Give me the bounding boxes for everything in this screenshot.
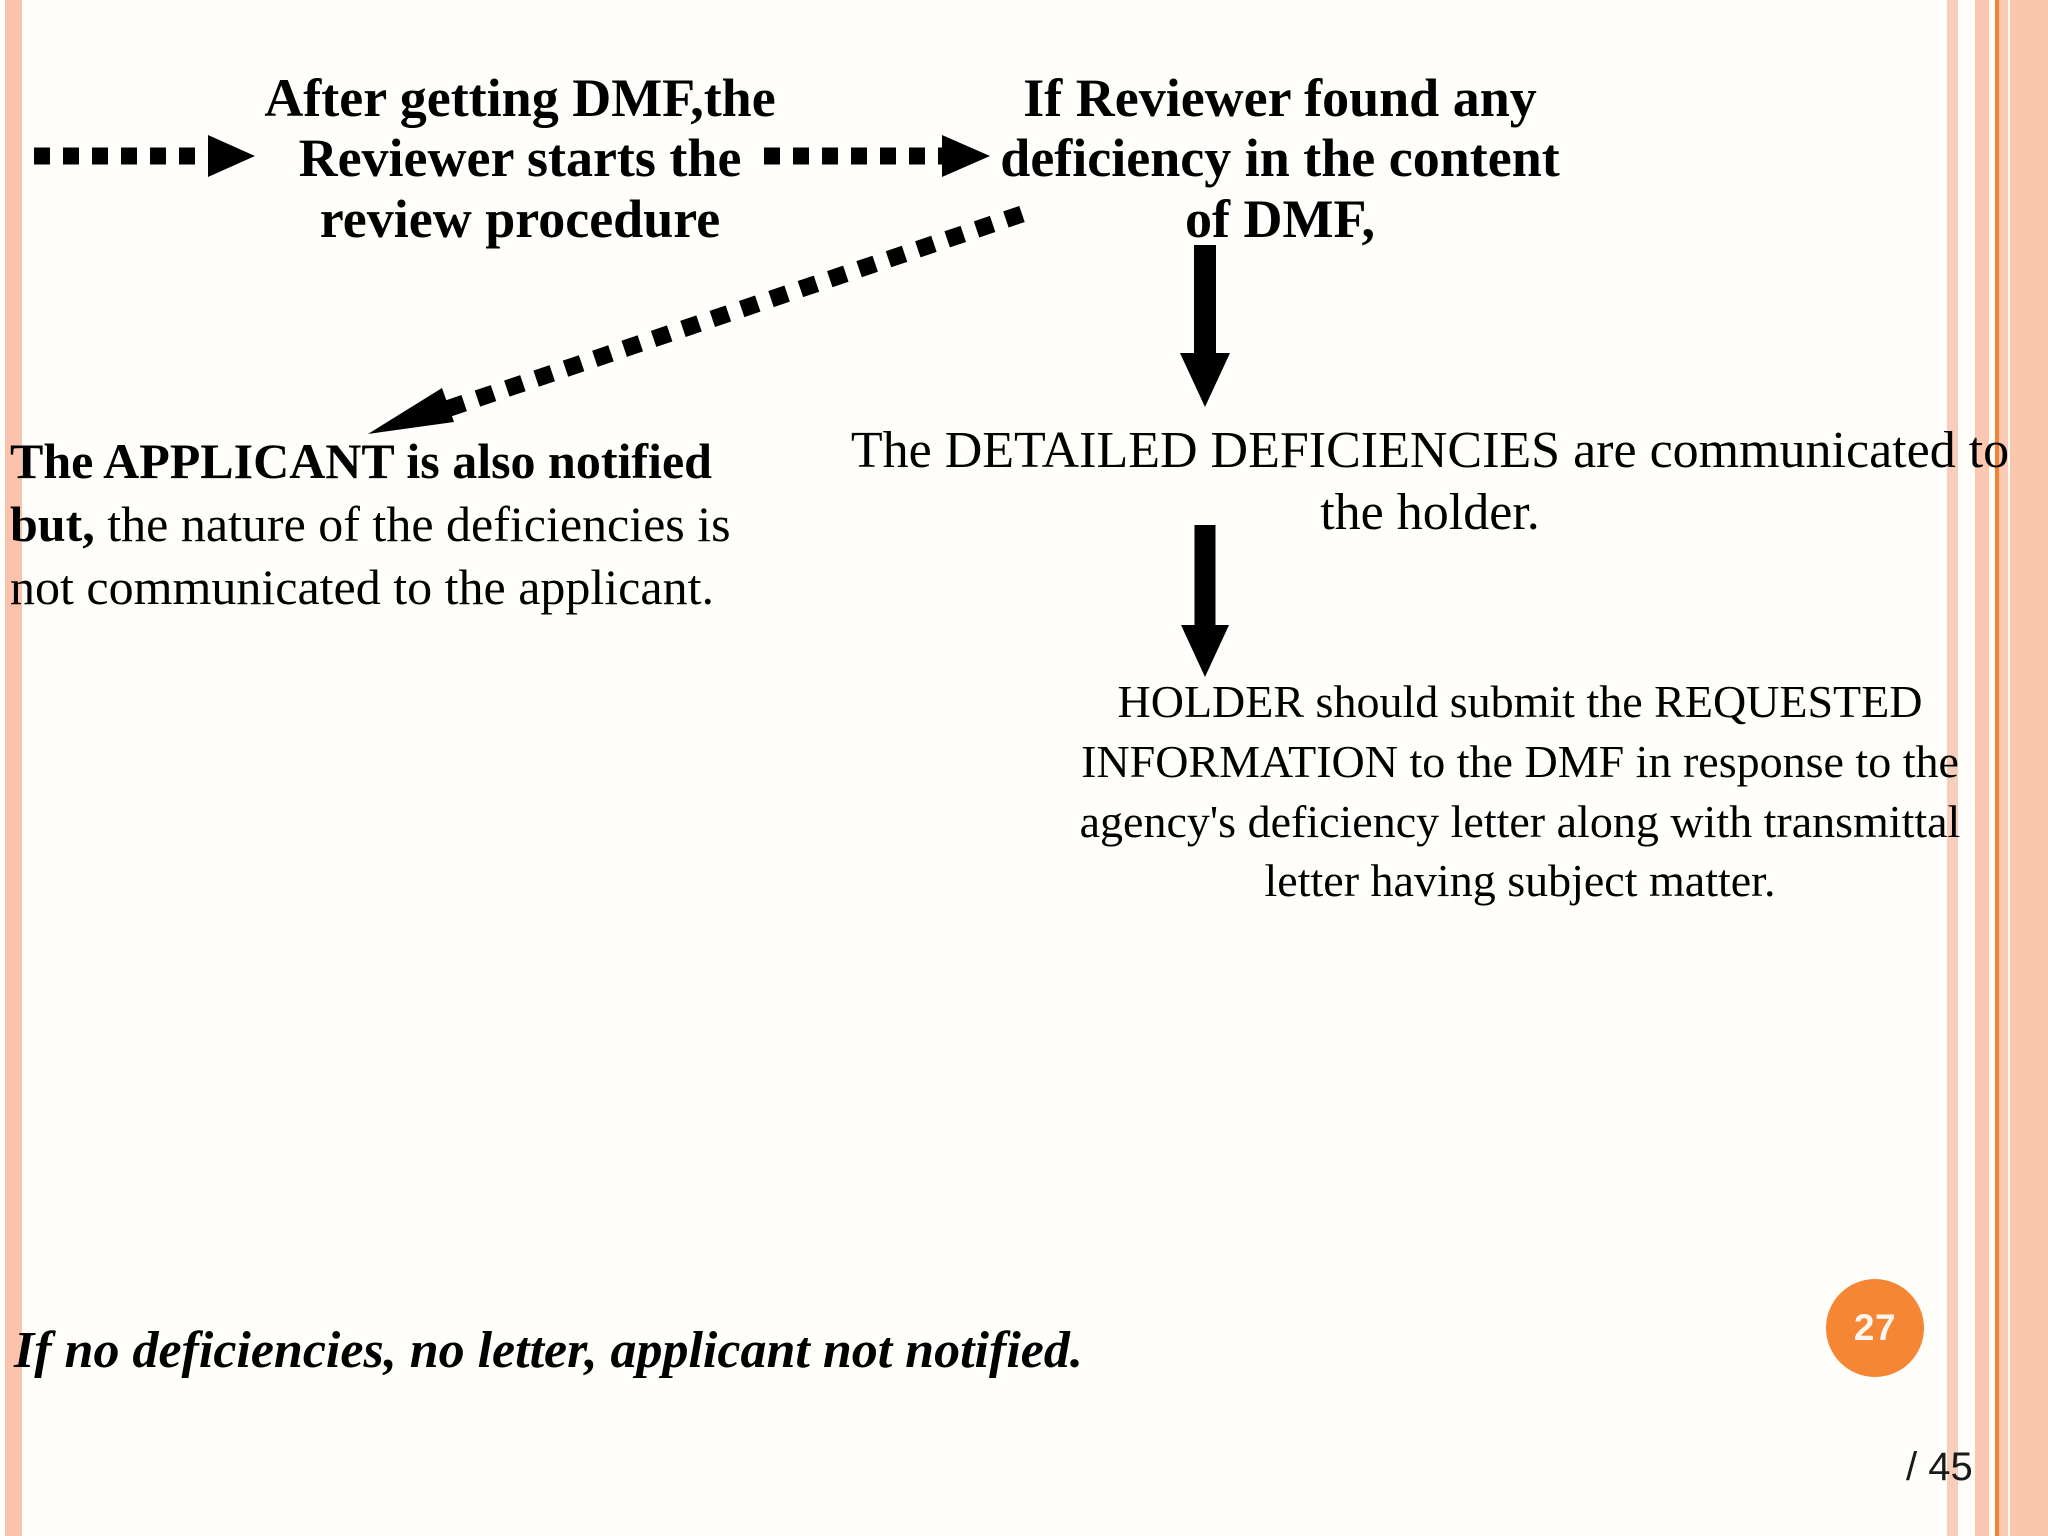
decorative-stripe-right-5 — [2010, 0, 2048, 1536]
decorative-stripe-right-2 — [1975, 0, 1989, 1536]
flow-node-holder-submission: HOLDER should submit the REQUESTED INFOR… — [1079, 676, 1961, 907]
decorative-stripe-right-1 — [1947, 0, 1958, 1536]
applicant-bold-part: The APPLICANT is also notified but, — [10, 433, 712, 552]
applicant-rest-part: the nature of the deficiencies is not co… — [10, 496, 731, 615]
slide-counter: / 45 — [1906, 1445, 1973, 1489]
dotted-arrow-top-right-to-applicant-icon — [368, 205, 1025, 434]
flow-node-detailed-deficiencies: The DETAILED DEFICIENCIES are communicat… — [850, 422, 2010, 542]
flow-footnote: If no deficiencies, no letter, applicant… — [14, 1322, 1083, 1379]
decorative-stripe-left — [5, 0, 22, 1536]
flow-node-applicant: The APPLICANT is also notified but, the … — [10, 430, 800, 619]
dotted-arrow-top-left-to-top-right-icon — [764, 135, 990, 177]
solid-arrow-detailed-to-holder-icon — [1181, 525, 1229, 677]
flow-node-top-right: If Reviewer found any deficiency in the … — [1000, 68, 1560, 249]
page-number-badge: 27 — [1826, 1279, 1924, 1377]
solid-arrow-top-right-to-detailed-icon — [1180, 245, 1230, 407]
dotted-arrow-into-top-left-icon — [34, 135, 255, 177]
decorative-stripe-right-4 — [1999, 0, 2008, 1536]
decorative-stripe-right-3 — [1995, 0, 1999, 1536]
flow-node-top-left: After getting DMF,the Reviewer starts th… — [264, 68, 776, 249]
